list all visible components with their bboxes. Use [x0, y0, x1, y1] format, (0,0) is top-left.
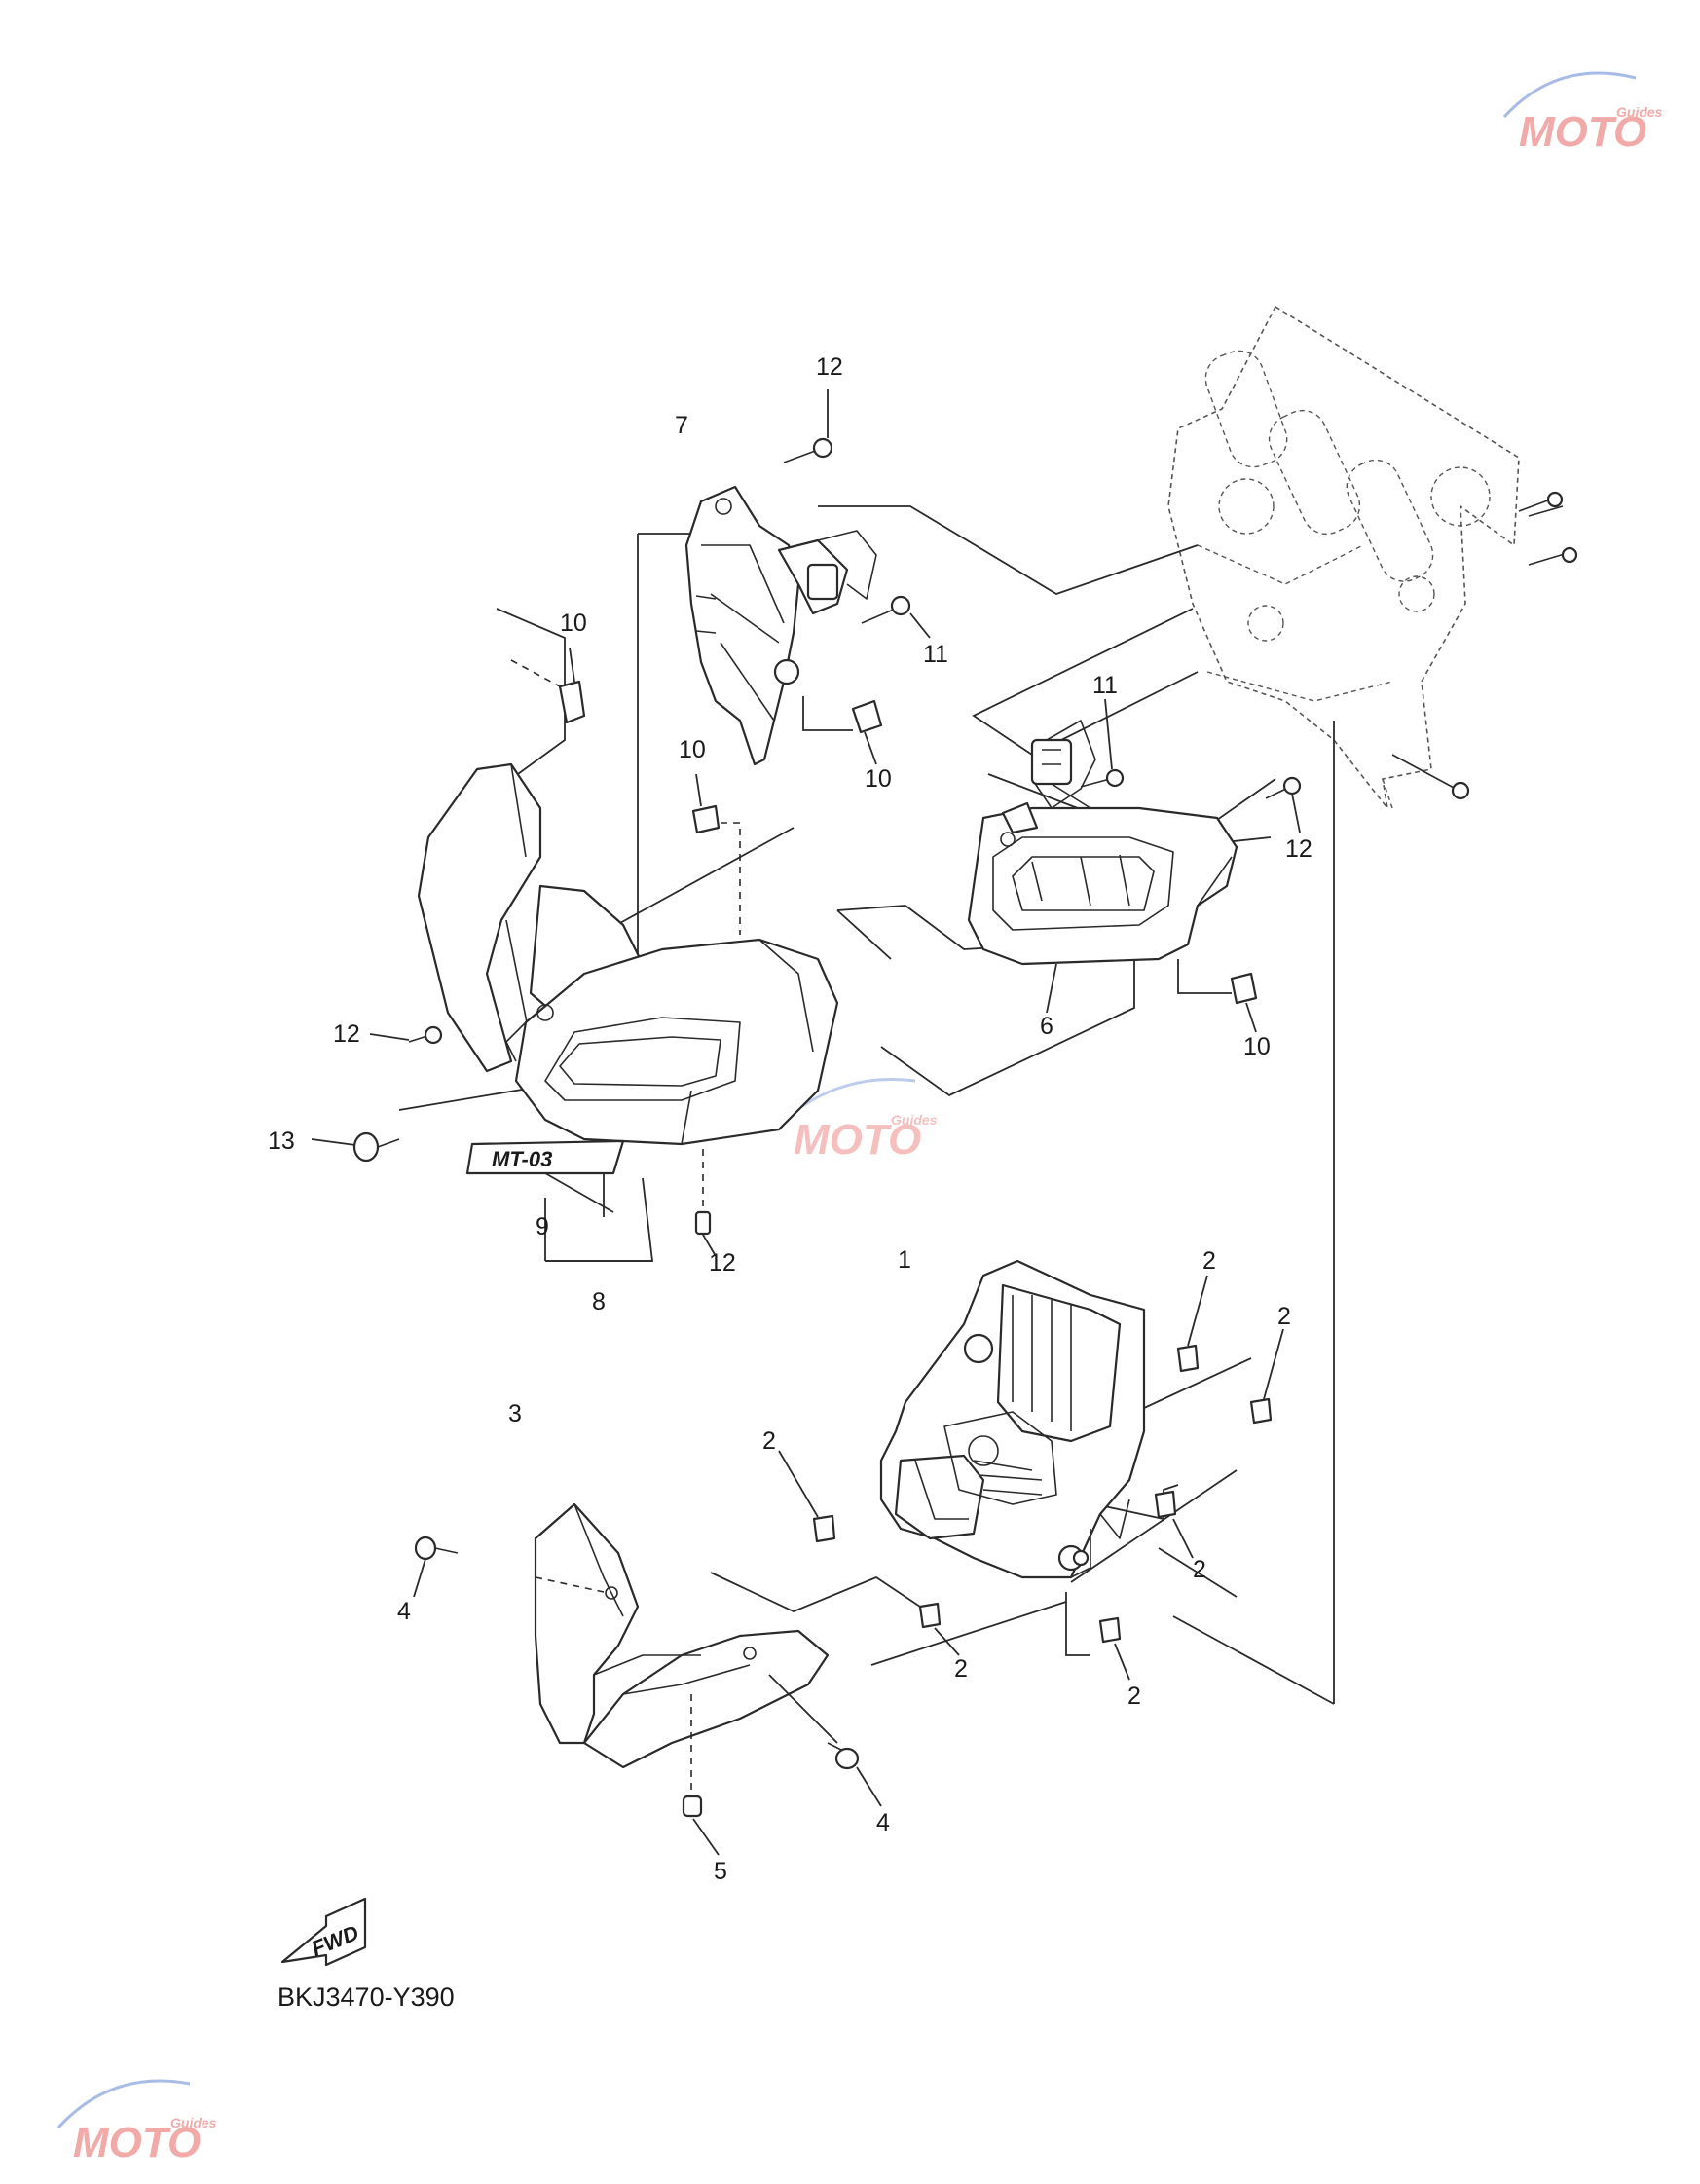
- leader-6: [1046, 963, 1057, 1014]
- bolt-12-top: [783, 389, 833, 463]
- callout-4: 4: [397, 1598, 411, 1625]
- watermark-top-right: MOTO Guides: [1502, 71, 1663, 156]
- bolt-12-right: [1265, 776, 1302, 833]
- clip-10-mid: [691, 773, 741, 935]
- callout-3: 3: [508, 1400, 522, 1427]
- watermark-center: MOTO Guides: [777, 1077, 938, 1164]
- part-1-housing: [879, 1259, 1146, 1579]
- rivet-4-left: [413, 1536, 459, 1598]
- diagram-code: BKJ3470-Y390: [277, 1982, 455, 2012]
- bolt-12-bottom: [694, 1149, 717, 1257]
- bolt-11-right: [1080, 698, 1125, 788]
- callout-10: 10: [1243, 1033, 1271, 1060]
- callout-2: 2: [1277, 1303, 1291, 1330]
- callout-12: 12: [709, 1249, 736, 1277]
- callout-2: 2: [1193, 1556, 1206, 1583]
- watermark-text: MOTO: [1519, 108, 1646, 156]
- part-9-emblem: MT-03: [465, 1139, 625, 1213]
- callout-11: 11: [1092, 672, 1118, 699]
- callout-2: 2: [1202, 1247, 1216, 1275]
- callout-10: 10: [679, 736, 706, 763]
- clip-10-center: [802, 696, 883, 765]
- watermark-subtext: Guides: [1616, 104, 1663, 120]
- callout-5: 5: [714, 1858, 727, 1885]
- callout-10: 10: [865, 765, 892, 793]
- part-7-bracket-left: [684, 485, 877, 766]
- clip-10-left: [510, 647, 586, 724]
- frame-bolts: [1391, 491, 1578, 800]
- emblem-text: MT-03: [492, 1147, 552, 1171]
- callout-12: 12: [333, 1020, 360, 1048]
- watermark-subtext: Guides: [170, 2115, 217, 2130]
- callout-2: 2: [762, 1427, 776, 1455]
- watermark-bottom-left: MOTO Guides: [56, 2079, 217, 2166]
- part-13-grommet: [311, 1131, 400, 1163]
- callout-7: 7: [675, 412, 688, 439]
- part-6-headlight-right: [967, 720, 1238, 966]
- part-3-lower-cover: [534, 1502, 830, 1769]
- callout-10: 10: [560, 610, 587, 637]
- callout-2: 2: [954, 1655, 968, 1683]
- watermark-text: MOTO: [794, 1116, 921, 1164]
- callout-4: 4: [876, 1809, 890, 1836]
- callout-9: 9: [536, 1213, 549, 1240]
- callout-12: 12: [816, 353, 843, 381]
- callout-11: 11: [923, 641, 948, 668]
- bracket-8-9: [544, 1198, 652, 1262]
- nut-5: [682, 1694, 720, 1856]
- bolt-12-left: [369, 1025, 443, 1045]
- fwd-arrow-icon: FWD: [280, 1897, 367, 1967]
- clips-2: [778, 1275, 1284, 1681]
- callouts: 12 7 10 11 11 10 10 12 6 10 12 13 9 12 8…: [268, 353, 1312, 1885]
- callout-6: 6: [1040, 1013, 1053, 1040]
- watermark-subtext: Guides: [891, 1112, 938, 1128]
- rivet-4-right: [768, 1674, 882, 1807]
- bolt-11-top: [861, 595, 931, 639]
- frame-bracket: [1167, 305, 1520, 809]
- callout-12: 12: [1285, 835, 1312, 863]
- callout-1: 1: [898, 1246, 911, 1274]
- callout-8: 8: [592, 1288, 606, 1315]
- callout-2: 2: [1127, 1683, 1141, 1710]
- watermark-text: MOTO: [73, 2119, 201, 2166]
- callout-13: 13: [268, 1128, 295, 1155]
- part-8-headlight-cowl: [417, 762, 839, 1146]
- clip-10-right: [1177, 959, 1258, 1033]
